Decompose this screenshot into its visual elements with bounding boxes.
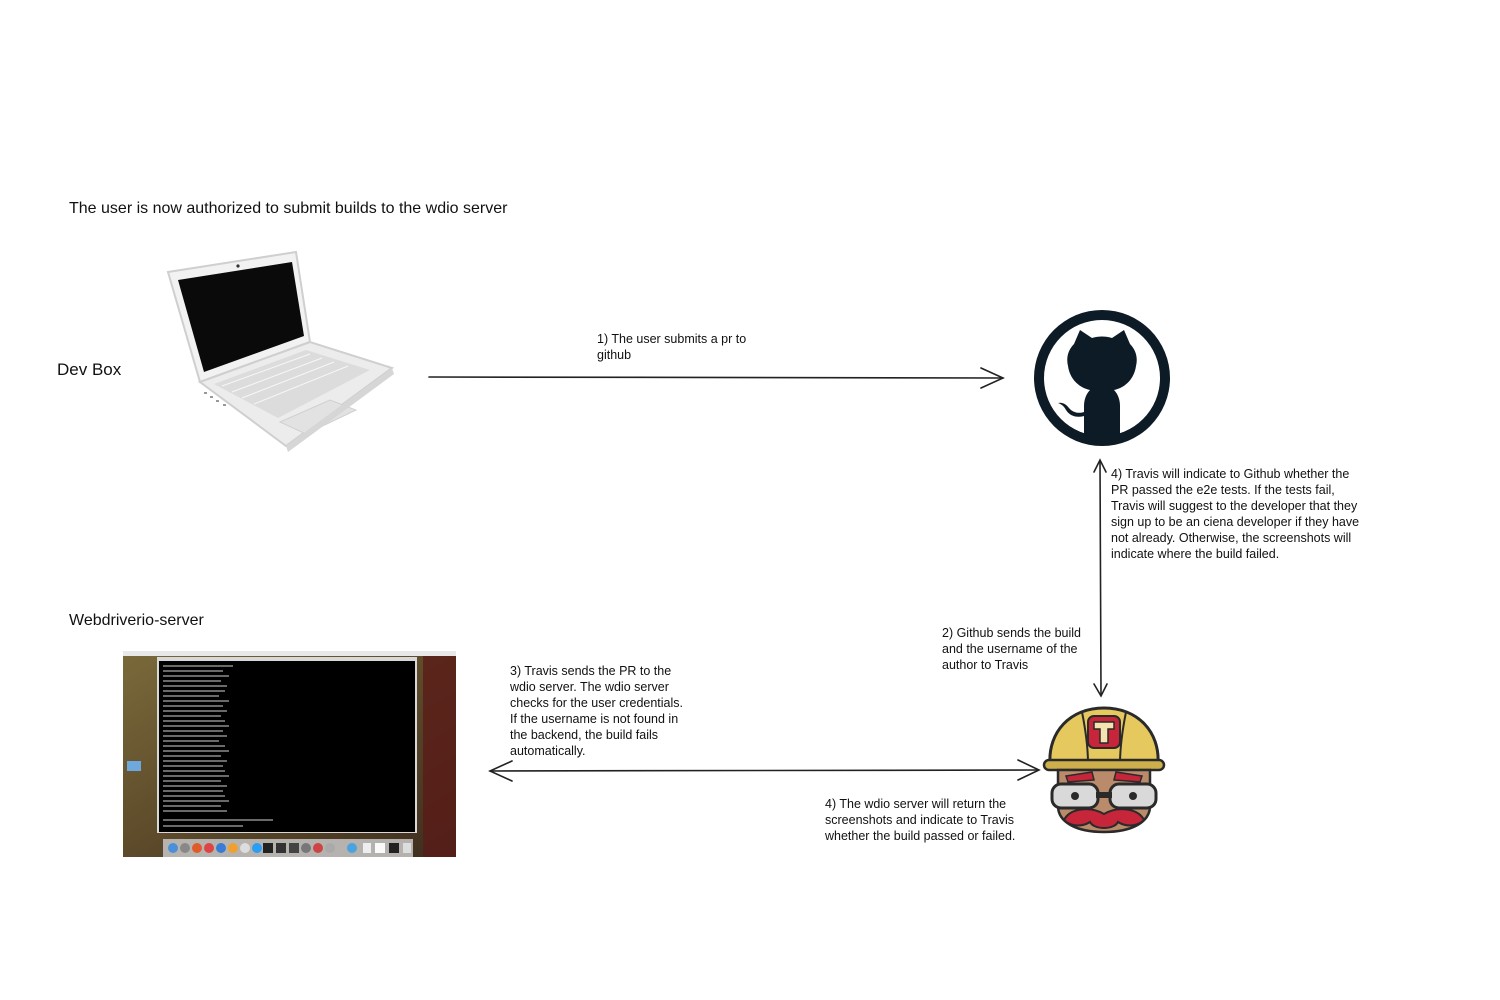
travis-ci-mascot-icon bbox=[1042, 706, 1166, 834]
arrow-github-travis bbox=[1093, 458, 1108, 698]
step-2-github-to-travis-label: 2) Github sends the build and the userna… bbox=[942, 626, 1081, 672]
wdio-server-label: Webdriverio-server bbox=[69, 612, 204, 629]
arrow-travis-wdio bbox=[488, 759, 1041, 782]
step-4-wdio-to-travis-label: 4) The wdio server will return the scree… bbox=[825, 797, 1016, 843]
step-4-travis-to-github-label: 4) Travis will indicate to Github whethe… bbox=[1111, 467, 1360, 561]
github-octocat-icon bbox=[1034, 310, 1170, 446]
laptop-icon bbox=[166, 250, 395, 452]
arrow-submit-pr bbox=[428, 367, 1005, 389]
dev-box-label: Dev Box bbox=[57, 360, 122, 379]
step-3-travis-to-wdio-label: 3) Travis sends the PR to the wdio serve… bbox=[510, 664, 683, 758]
diagram-title: The user is now authorized to submit bui… bbox=[69, 200, 508, 217]
step-1-submit-pr-label: 1) The user submits a pr to github bbox=[597, 332, 747, 362]
desktop-terminal-screenshot bbox=[123, 651, 456, 857]
